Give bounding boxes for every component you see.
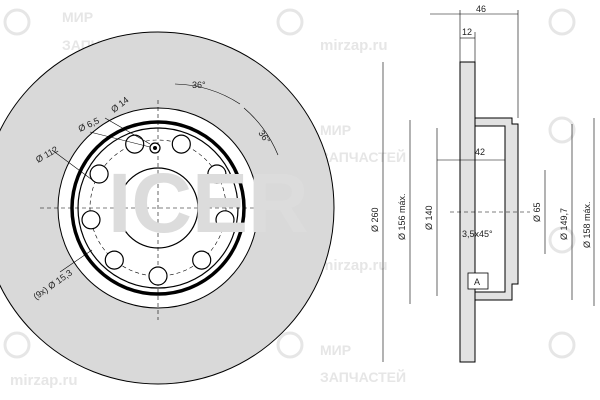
watermark-url-bottom: mirzap.ru bbox=[10, 372, 78, 389]
bolt-hole bbox=[104, 250, 124, 270]
hat-diameter-label: Ø 149,7 bbox=[559, 208, 569, 240]
datum-label: A bbox=[474, 277, 480, 287]
hat-max-label: Ø 158 máx. bbox=[582, 201, 592, 248]
watermark-line1: МИР bbox=[62, 9, 93, 25]
chamfer-label: 3,5x45° bbox=[462, 229, 493, 239]
bolt-hole bbox=[192, 250, 212, 270]
bolt-hole bbox=[89, 164, 109, 184]
bolt-hole bbox=[148, 266, 168, 286]
watermark-line2-bottom: ЗАПЧАСТЕЙ bbox=[320, 368, 406, 385]
section-hat bbox=[474, 117, 519, 301]
disc-section-view: 46 12 42 Ø 260 Ø 156 máx. Ø 140 Ø 65 Ø 1… bbox=[370, 4, 595, 363]
pcd-leader bbox=[51, 149, 96, 183]
bolt-hole bbox=[207, 164, 227, 184]
flange-label: 12 bbox=[462, 27, 472, 37]
watermark-url-mid: mirzap.ru bbox=[320, 257, 388, 274]
watermark-line2-mid: ЗАПЧАСТЕЙ bbox=[320, 148, 406, 165]
center-bore-label: Ø 65 bbox=[532, 202, 542, 222]
angle-arc-a bbox=[174, 83, 241, 105]
watermark-bottom: mirzap.ru МИР ЗАПЧАСТЕЙ bbox=[3, 331, 576, 389]
watermark-line1-mid: МИР bbox=[320, 122, 351, 138]
angle-arc-b bbox=[243, 107, 279, 156]
bolt-holes bbox=[81, 134, 235, 286]
outer-diameter-label: Ø 260 bbox=[370, 207, 380, 232]
datum-box bbox=[467, 272, 489, 290]
bolt-holes-leader bbox=[59, 249, 93, 273]
hole-small-leader bbox=[89, 131, 151, 148]
brand-logo: ICER bbox=[108, 156, 309, 250]
hub-bore-label: Ø 140 bbox=[424, 205, 434, 230]
hat-depth-label: 42 bbox=[475, 147, 485, 157]
watermark-url: mirzap.ru bbox=[320, 37, 388, 54]
bolt-hole bbox=[81, 210, 101, 230]
bolt-hole bbox=[171, 134, 191, 154]
bolt-hole bbox=[215, 210, 235, 230]
disc-front-view: 36° 36° Ø 14 Ø 6,5 Ø 112 (9x) Ø 15,3 bbox=[0, 31, 335, 385]
locating-hole-core bbox=[153, 146, 157, 150]
watermark-line1-bottom: МИР bbox=[320, 342, 351, 358]
angle-a-label: 36° bbox=[192, 80, 206, 90]
total-width-label: 46 bbox=[476, 4, 486, 14]
hole-large-leader bbox=[104, 117, 151, 145]
bolt-hole bbox=[125, 134, 145, 154]
friction-inner-label: Ø 156 máx. bbox=[397, 193, 407, 240]
